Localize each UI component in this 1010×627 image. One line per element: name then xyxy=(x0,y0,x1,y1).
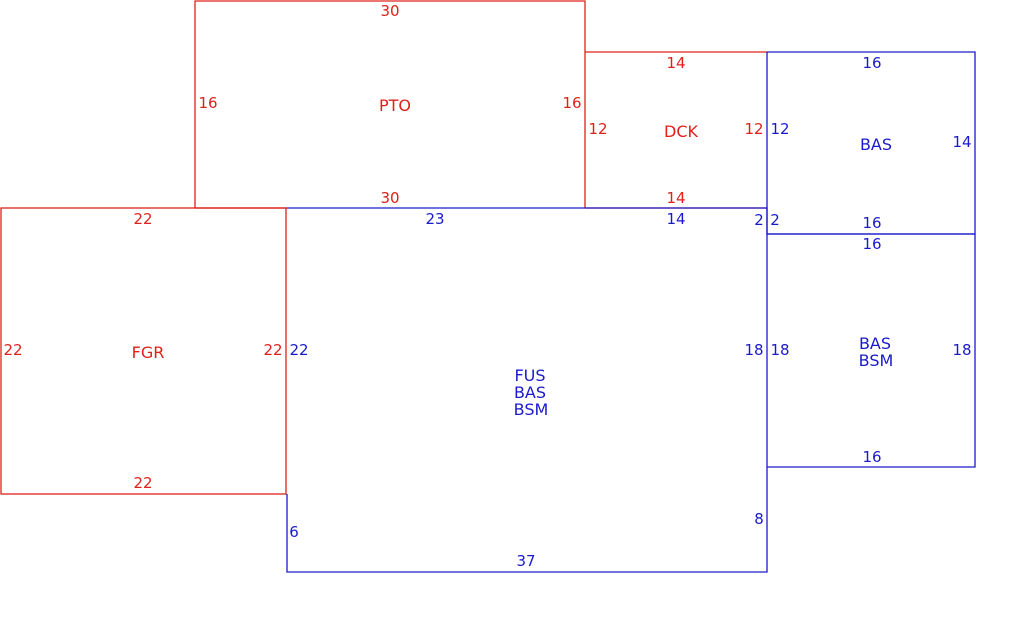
fus-corner-right-dim: 2 xyxy=(754,211,764,229)
pto-top-dim: 30 xyxy=(380,2,399,20)
fus-bottom-dim: 37 xyxy=(516,552,535,570)
fgr-left-dim: 22 xyxy=(3,341,22,359)
dck-top-dim: 14 xyxy=(666,54,685,72)
bas-lower-label-line-1: BAS xyxy=(859,334,891,353)
bas-lower-label-line-2: BSM xyxy=(859,351,894,370)
fgr-bottom-dim: 22 xyxy=(133,474,152,492)
bas-lower-bottom-dim: 16 xyxy=(862,448,881,466)
fgr-area xyxy=(0,207,287,495)
bas-lower-outline xyxy=(767,233,976,468)
pto-outline xyxy=(194,0,586,208)
bas-upper-label: BAS xyxy=(860,135,892,154)
fus-right-lower-dim: 8 xyxy=(754,510,764,528)
bas-upper-left-lower-dim: 2 xyxy=(770,211,780,229)
dck-right-dim: 12 xyxy=(744,120,763,138)
bas-lower-right-dim: 18 xyxy=(952,341,971,359)
fgr-label: FGR xyxy=(132,343,165,362)
bas-lower-left-dim: 18 xyxy=(770,341,789,359)
bas-lower-area xyxy=(767,233,976,468)
fus-left-dim: 22 xyxy=(289,341,308,359)
fus-right-dim: 18 xyxy=(744,341,763,359)
fus-top-left-dim: 23 xyxy=(425,210,444,228)
bas-upper-right-dim: 14 xyxy=(952,133,971,151)
fus-outline xyxy=(286,207,768,573)
bas-lower-top-dim: 16 xyxy=(862,235,881,253)
fus-label-line-3: BSM xyxy=(514,400,549,419)
pto-label: PTO xyxy=(379,96,411,115)
fgr-right-dim: 22 xyxy=(263,341,282,359)
fus-area xyxy=(286,207,768,573)
fus-top-right-dim: 14 xyxy=(666,210,685,228)
bas-upper-top-dim: 16 xyxy=(862,54,881,72)
pto-left-dim: 16 xyxy=(198,94,217,112)
bas-upper-bottom-dim: 16 xyxy=(862,214,881,232)
fus-left-lower-dim: 6 xyxy=(289,523,299,541)
fgr-outline xyxy=(0,207,287,495)
dck-left-dim: 12 xyxy=(588,120,607,138)
fus-label-line-1: FUS xyxy=(514,366,545,385)
pto-bottom-dim: 30 xyxy=(380,189,399,207)
pto-area xyxy=(194,0,586,208)
pto-right-dim: 16 xyxy=(562,94,581,112)
dck-label: DCK xyxy=(664,122,698,141)
fus-label-line-2: BAS xyxy=(514,383,546,402)
fgr-top-dim: 22 xyxy=(133,210,152,228)
bas-upper-left-dim: 12 xyxy=(770,120,789,138)
dck-bottom-dim: 14 xyxy=(666,189,685,207)
